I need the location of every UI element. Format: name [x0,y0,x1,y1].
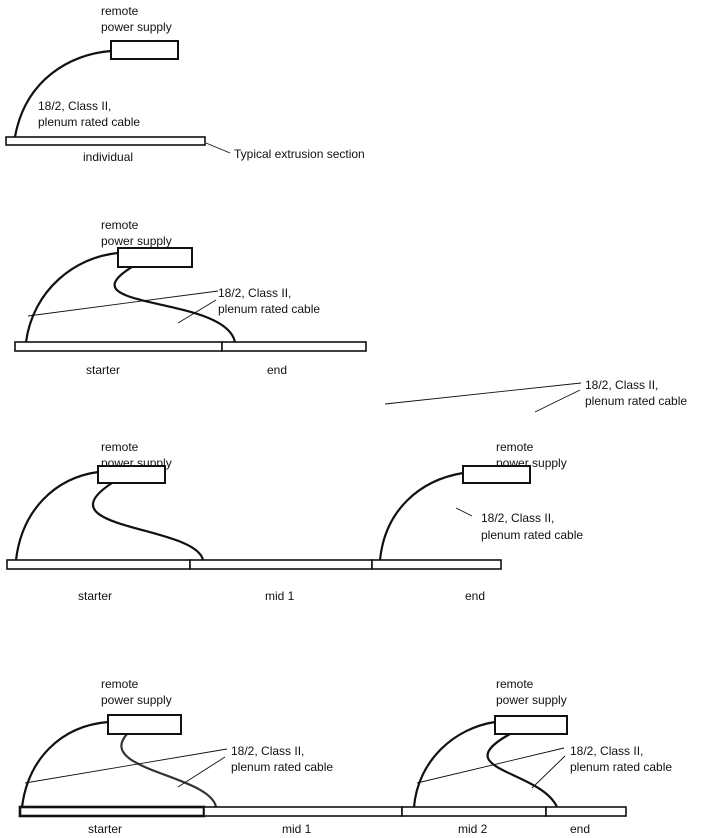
remote-power-supply [110,40,179,60]
leader-line [205,142,231,154]
diagram-two-section: remote power supply 18/2, Class II, plen… [14,218,367,377]
cable-1 [14,470,99,561]
cable-label-line1: 18/2, Class II, [38,99,111,113]
ps-label-power-supply: power supply [101,693,172,707]
cable-label-line1: 18/2, Class II, [570,744,643,758]
extrusion-end [371,559,502,570]
ps-label-power-supply: power supply [496,693,567,707]
leader-line-2 [177,756,226,788]
cable-label-line2: plenum rated cable [585,394,687,408]
remote-power-supply [107,714,182,735]
section-label-end: end [267,363,287,377]
ps-label-remote: remote [101,677,139,691]
cable-label-line2: plenum rated cable [481,528,583,542]
section-label-starter: starter [88,822,122,836]
ps-label-power-supply: power supply [101,234,172,248]
cable-2 [120,733,218,808]
cable-label-line1: 18/2, Class II, [481,511,554,525]
floating-cable-callout: 18/2, Class II, plenum rated cable [384,378,687,413]
ps-label-remote: remote [496,677,534,691]
extrusion-starter [6,559,191,570]
ps-label-remote: remote [101,4,139,18]
leader-line-2 [534,389,581,413]
leader-line-2 [177,299,217,324]
cable-3 [378,471,464,561]
remote-power-supply [494,715,568,735]
cable-2 [91,482,205,561]
cable-1 [24,251,119,343]
section-label-mid-1: mid 1 [265,589,295,603]
cable-2 [113,266,237,343]
diagram-four-section: remote power supply 18/2, Class II, plen… [18,677,672,836]
extrusion-mid-1 [189,559,373,570]
cable-4 [486,733,558,808]
cable-label-line2: plenum rated cable [231,760,333,774]
section-label-mid-1: mid 1 [282,822,312,836]
ps-label-remote: remote [101,440,139,454]
cable-label-line1: 18/2, Class II, [231,744,304,758]
cable-label-inline: plenum rated cable [570,760,672,774]
leader-line [455,507,473,517]
ps-label-power-supply: power supply [101,20,172,34]
typical-extrusion-label: Typical extrusion section [234,147,365,161]
leader-line-1 [24,748,228,784]
diagram-three-section: remote power supply remote power supply … [6,440,583,603]
diagram-individual: remote power supply 18/2, Class II, plen… [5,4,365,164]
extrusion-end [221,341,367,352]
cable-1 [20,720,109,808]
section-label-mid-2: mid 2 [458,822,488,836]
extrusion-section [5,136,206,146]
section-label-end: end [465,589,485,603]
extrusion-starter [14,341,223,352]
ps-label-remote: remote [101,218,139,232]
ps-label-remote: remote [496,440,534,454]
section-label-starter: starter [78,589,112,603]
section-label-starter: starter [86,363,120,377]
cable-label-line2: plenum rated cable [38,115,140,129]
remote-power-supply [97,465,166,484]
extrusion-end [545,806,627,817]
cable-label-line2: plenum rated cable [218,302,320,316]
leader-line-1 [27,290,219,317]
cable-label-line1: 18/2, Class II, [218,286,291,300]
remote-power-supply [462,465,531,484]
cable [13,49,112,138]
extrusion-starter [18,805,206,818]
leader-line-3 [416,747,565,784]
extrusion-mid-1 [203,806,403,817]
leader-line-4 [531,755,566,789]
section-label-individual: individual [83,150,133,164]
cable-label-line1: 18/2, Class II, [585,378,658,392]
leader-line-1 [384,382,582,405]
cable-3 [412,720,496,808]
section-label-end: end [570,822,590,836]
remote-power-supply [117,247,193,268]
extrusion-mid-2 [401,806,547,817]
